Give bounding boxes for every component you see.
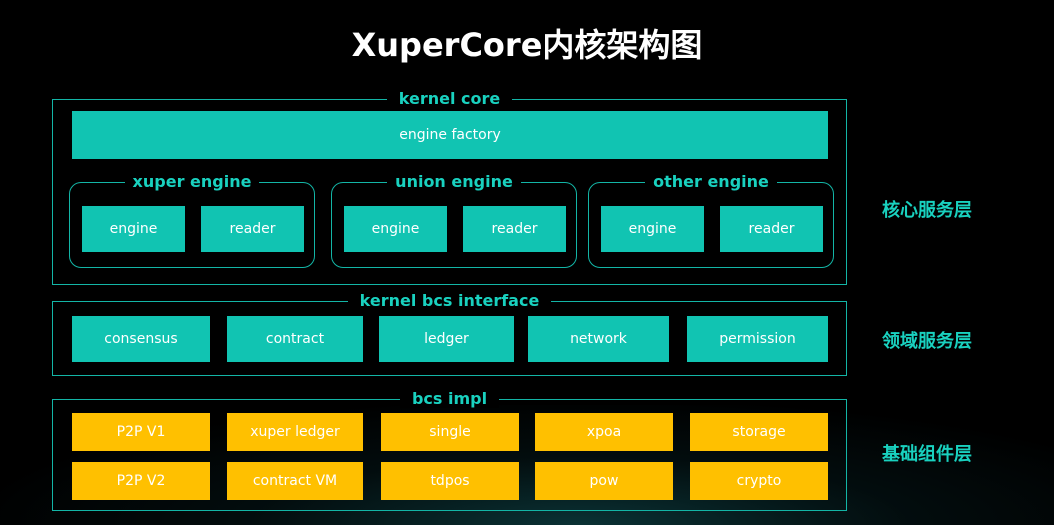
union-engine-reader-box: reader (463, 206, 566, 252)
page-title: XuperCore内核架构图 (351, 26, 703, 64)
core-service-layer-label: 核心服务层 (882, 200, 972, 221)
xuper-engine-group: xuper engine engine reader (69, 172, 315, 268)
union-engine-group: union engine engine reader (331, 172, 577, 268)
consensus-box: consensus (72, 316, 210, 362)
contract-box: contract (227, 316, 363, 362)
storage-box: storage (690, 413, 828, 451)
xuper-engine-reader-box: reader (201, 206, 304, 252)
bcs-impl-title-wrap: bcs impl (53, 389, 846, 409)
union-engine-title-wrap: union engine (332, 172, 576, 192)
other-engine-title-wrap: other engine (589, 172, 833, 192)
bcs-interface-title-wrap: kernel bcs interface (53, 291, 846, 311)
xuper-engine-title: xuper engine (124, 172, 260, 191)
tdpos-box: tdpos (381, 462, 519, 500)
xuper-engine-engine-box: engine (82, 206, 185, 252)
domain-service-layer-label: 领域服务层 (882, 331, 972, 352)
network-box: network (528, 316, 669, 362)
engine-factory-box: engine factory (72, 111, 828, 159)
base-component-layer-label: 基础组件层 (882, 444, 972, 465)
other-engine-reader-box: reader (720, 206, 823, 252)
p2p-v1-box: P2P V1 (72, 413, 210, 451)
ledger-box: ledger (379, 316, 514, 362)
other-engine-engine-box: engine (601, 206, 704, 252)
contract-vm-box: contract VM (227, 462, 363, 500)
other-engine-title: other engine (645, 172, 777, 191)
bcs-interface-title: kernel bcs interface (347, 291, 552, 310)
union-engine-engine-box: engine (344, 206, 447, 252)
kernel-core-title: kernel core (386, 89, 513, 108)
union-engine-title: union engine (387, 172, 521, 191)
other-engine-group: other engine engine reader (588, 172, 834, 268)
xuper-engine-title-wrap: xuper engine (70, 172, 314, 192)
p2p-v2-box: P2P V2 (72, 462, 210, 500)
single-box: single (381, 413, 519, 451)
kernel-core-layer: kernel core engine factory xuper engine … (52, 89, 847, 285)
xpoa-box: xpoa (535, 413, 673, 451)
bcs-impl-layer: bcs impl P2P V1 xuper ledger single xpoa… (52, 389, 847, 511)
crypto-box: crypto (690, 462, 828, 500)
bcs-interface-layer: kernel bcs interface consensus contract … (52, 291, 847, 376)
xuper-ledger-box: xuper ledger (227, 413, 363, 451)
bcs-impl-title: bcs impl (399, 389, 500, 408)
permission-box: permission (687, 316, 828, 362)
kernel-core-title-wrap: kernel core (53, 89, 846, 109)
pow-box: pow (535, 462, 673, 500)
